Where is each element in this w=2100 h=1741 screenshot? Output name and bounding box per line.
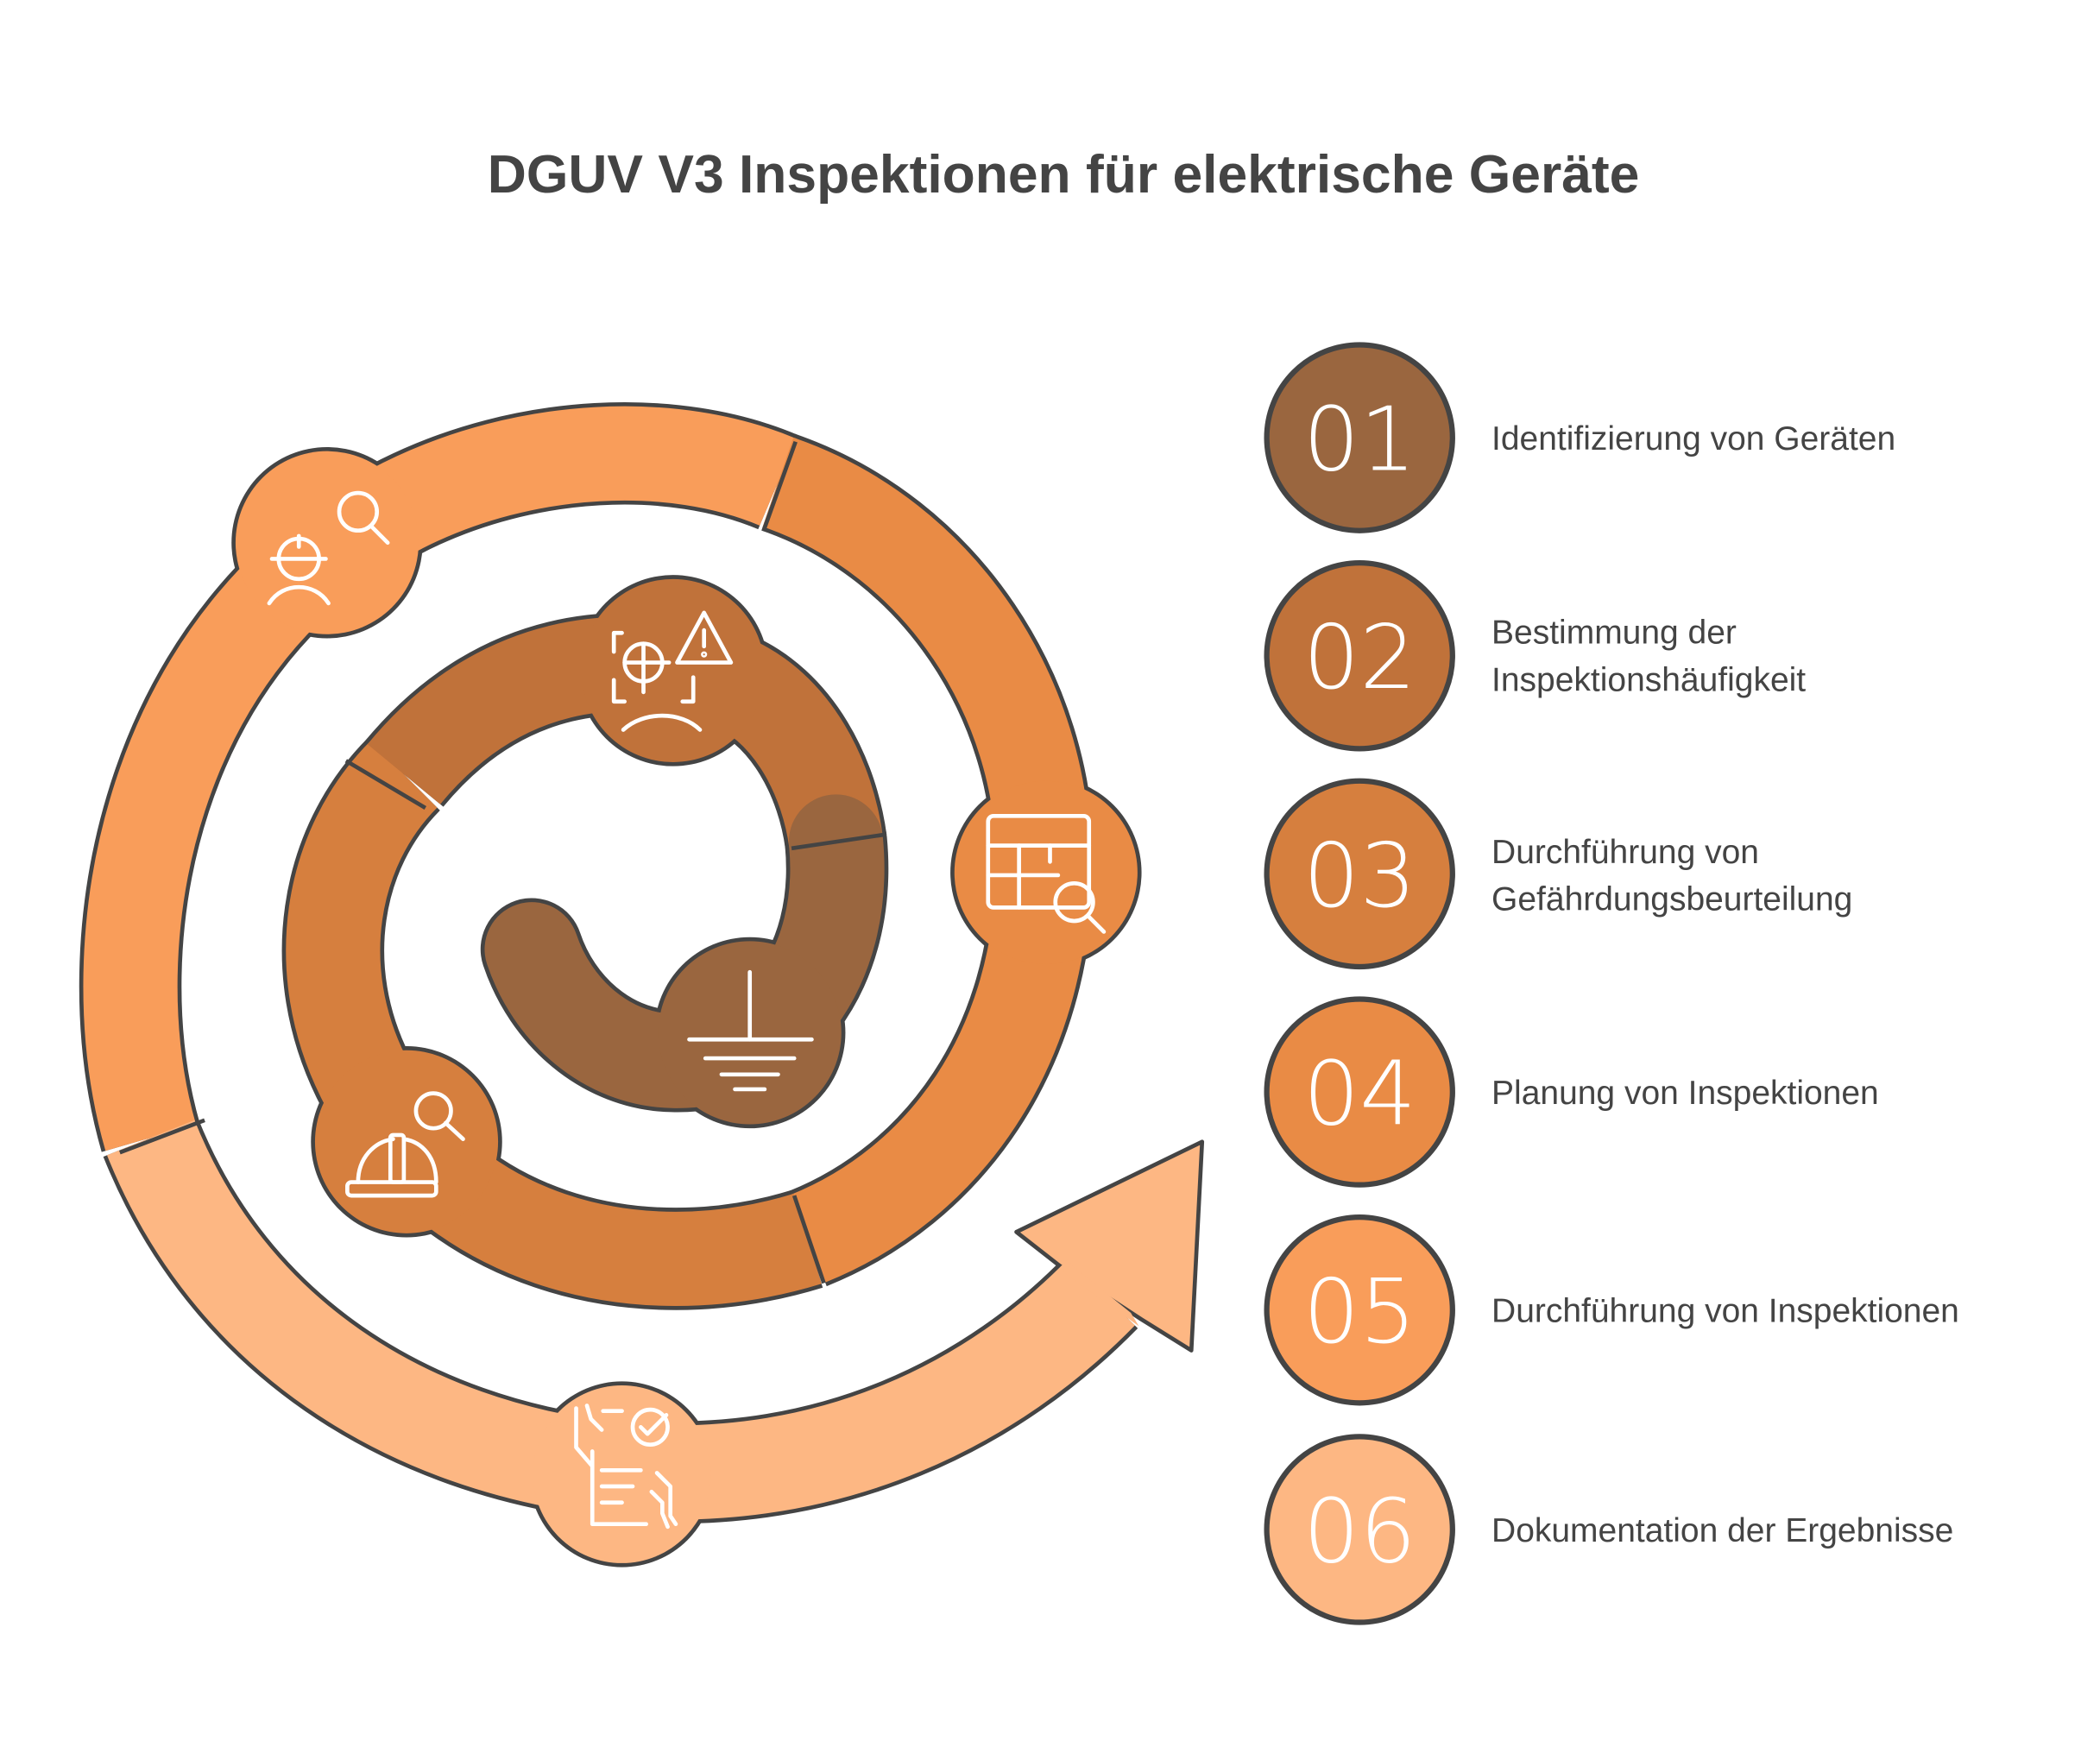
node-4	[954, 780, 1138, 964]
step-label: Durchführung von	[1491, 834, 1759, 871]
step-number: 06	[1303, 1479, 1416, 1583]
checklist-document-icon	[574, 1404, 678, 1530]
helmet-search-icon	[345, 1091, 465, 1198]
step-label: Gefährdungsbeurteilung	[1491, 881, 1852, 918]
step-06: 06 Dokumentation der Ergebnisse	[1264, 1434, 1953, 1625]
spiral-diagram	[79, 402, 1205, 1568]
step-label: Planung von Inspektionen	[1491, 1075, 1879, 1112]
step-label: Inspektionshäufigkeit	[1491, 661, 1806, 698]
step-number: 02	[1303, 606, 1416, 710]
steps-legend: 01 Identifizierung von Geräten 02 Bestim…	[1264, 342, 1959, 1625]
table-search-icon	[986, 813, 1107, 934]
step-label: Durchführung von Inspektionen	[1491, 1293, 1959, 1330]
step-number: 03	[1303, 824, 1416, 928]
step-number: 05	[1303, 1260, 1416, 1364]
step-01: 01 Identifizierung von Geräten	[1264, 342, 1895, 533]
step-label: Dokumentation der Ergebnisse	[1491, 1512, 1953, 1549]
step-05: 05 Durchführung von Inspektionen	[1264, 1214, 1959, 1406]
step-number: 01	[1303, 388, 1416, 492]
step-04: 04 Planung von Inspektionen	[1264, 996, 1879, 1188]
step-02: 02 Bestimmung der Inspektionshäufigkeit	[1264, 560, 1806, 752]
node-3	[314, 1050, 499, 1233]
page-title: DGUV V3 Inspektionen für elektrische Ger…	[488, 145, 1640, 205]
step-number: 04	[1303, 1042, 1416, 1145]
step-label: Bestimmung der	[1491, 615, 1737, 652]
node-5	[235, 451, 419, 634]
step-03: 03 Durchführung von Gefährdungsbeurteilu…	[1264, 778, 1852, 970]
step-label: Identifizierung von Geräten	[1491, 420, 1895, 457]
node-2	[581, 578, 765, 762]
worker-search-icon	[267, 490, 390, 606]
ground-symbol-icon	[687, 969, 814, 1092]
risk-assessment-face-icon	[611, 610, 734, 732]
